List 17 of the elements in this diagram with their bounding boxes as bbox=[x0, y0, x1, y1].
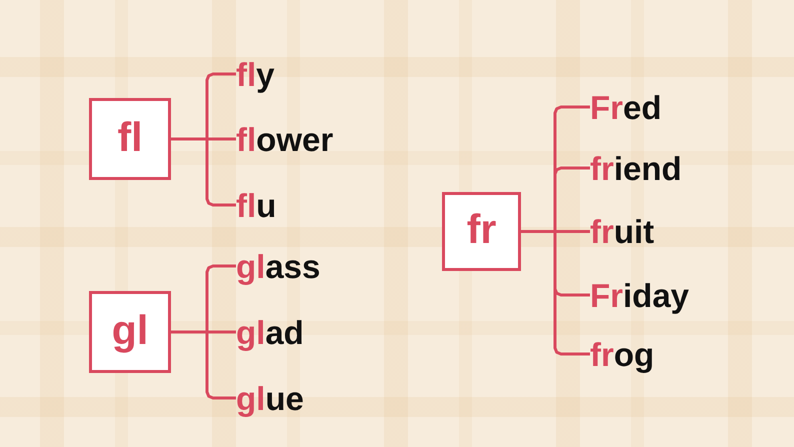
example-word: flu bbox=[236, 188, 276, 222]
example-word: friend bbox=[590, 152, 682, 184]
connector-line bbox=[171, 330, 236, 400]
blend-box: fl bbox=[89, 98, 171, 180]
example-word: Fred bbox=[590, 90, 662, 124]
example-word: Friday bbox=[590, 278, 690, 312]
example-word: fruit bbox=[590, 215, 654, 248]
connector-line bbox=[521, 230, 590, 356]
connector-line bbox=[171, 138, 236, 206]
blend-box: gl bbox=[89, 291, 171, 373]
example-word: flower bbox=[236, 122, 334, 156]
example-word: glue bbox=[236, 382, 304, 414]
example-word: fly bbox=[236, 58, 275, 90]
blend-box: fr bbox=[442, 192, 521, 271]
example-word: glad bbox=[236, 316, 304, 348]
example-word: glass bbox=[236, 250, 320, 282]
example-word: frog bbox=[590, 338, 654, 370]
